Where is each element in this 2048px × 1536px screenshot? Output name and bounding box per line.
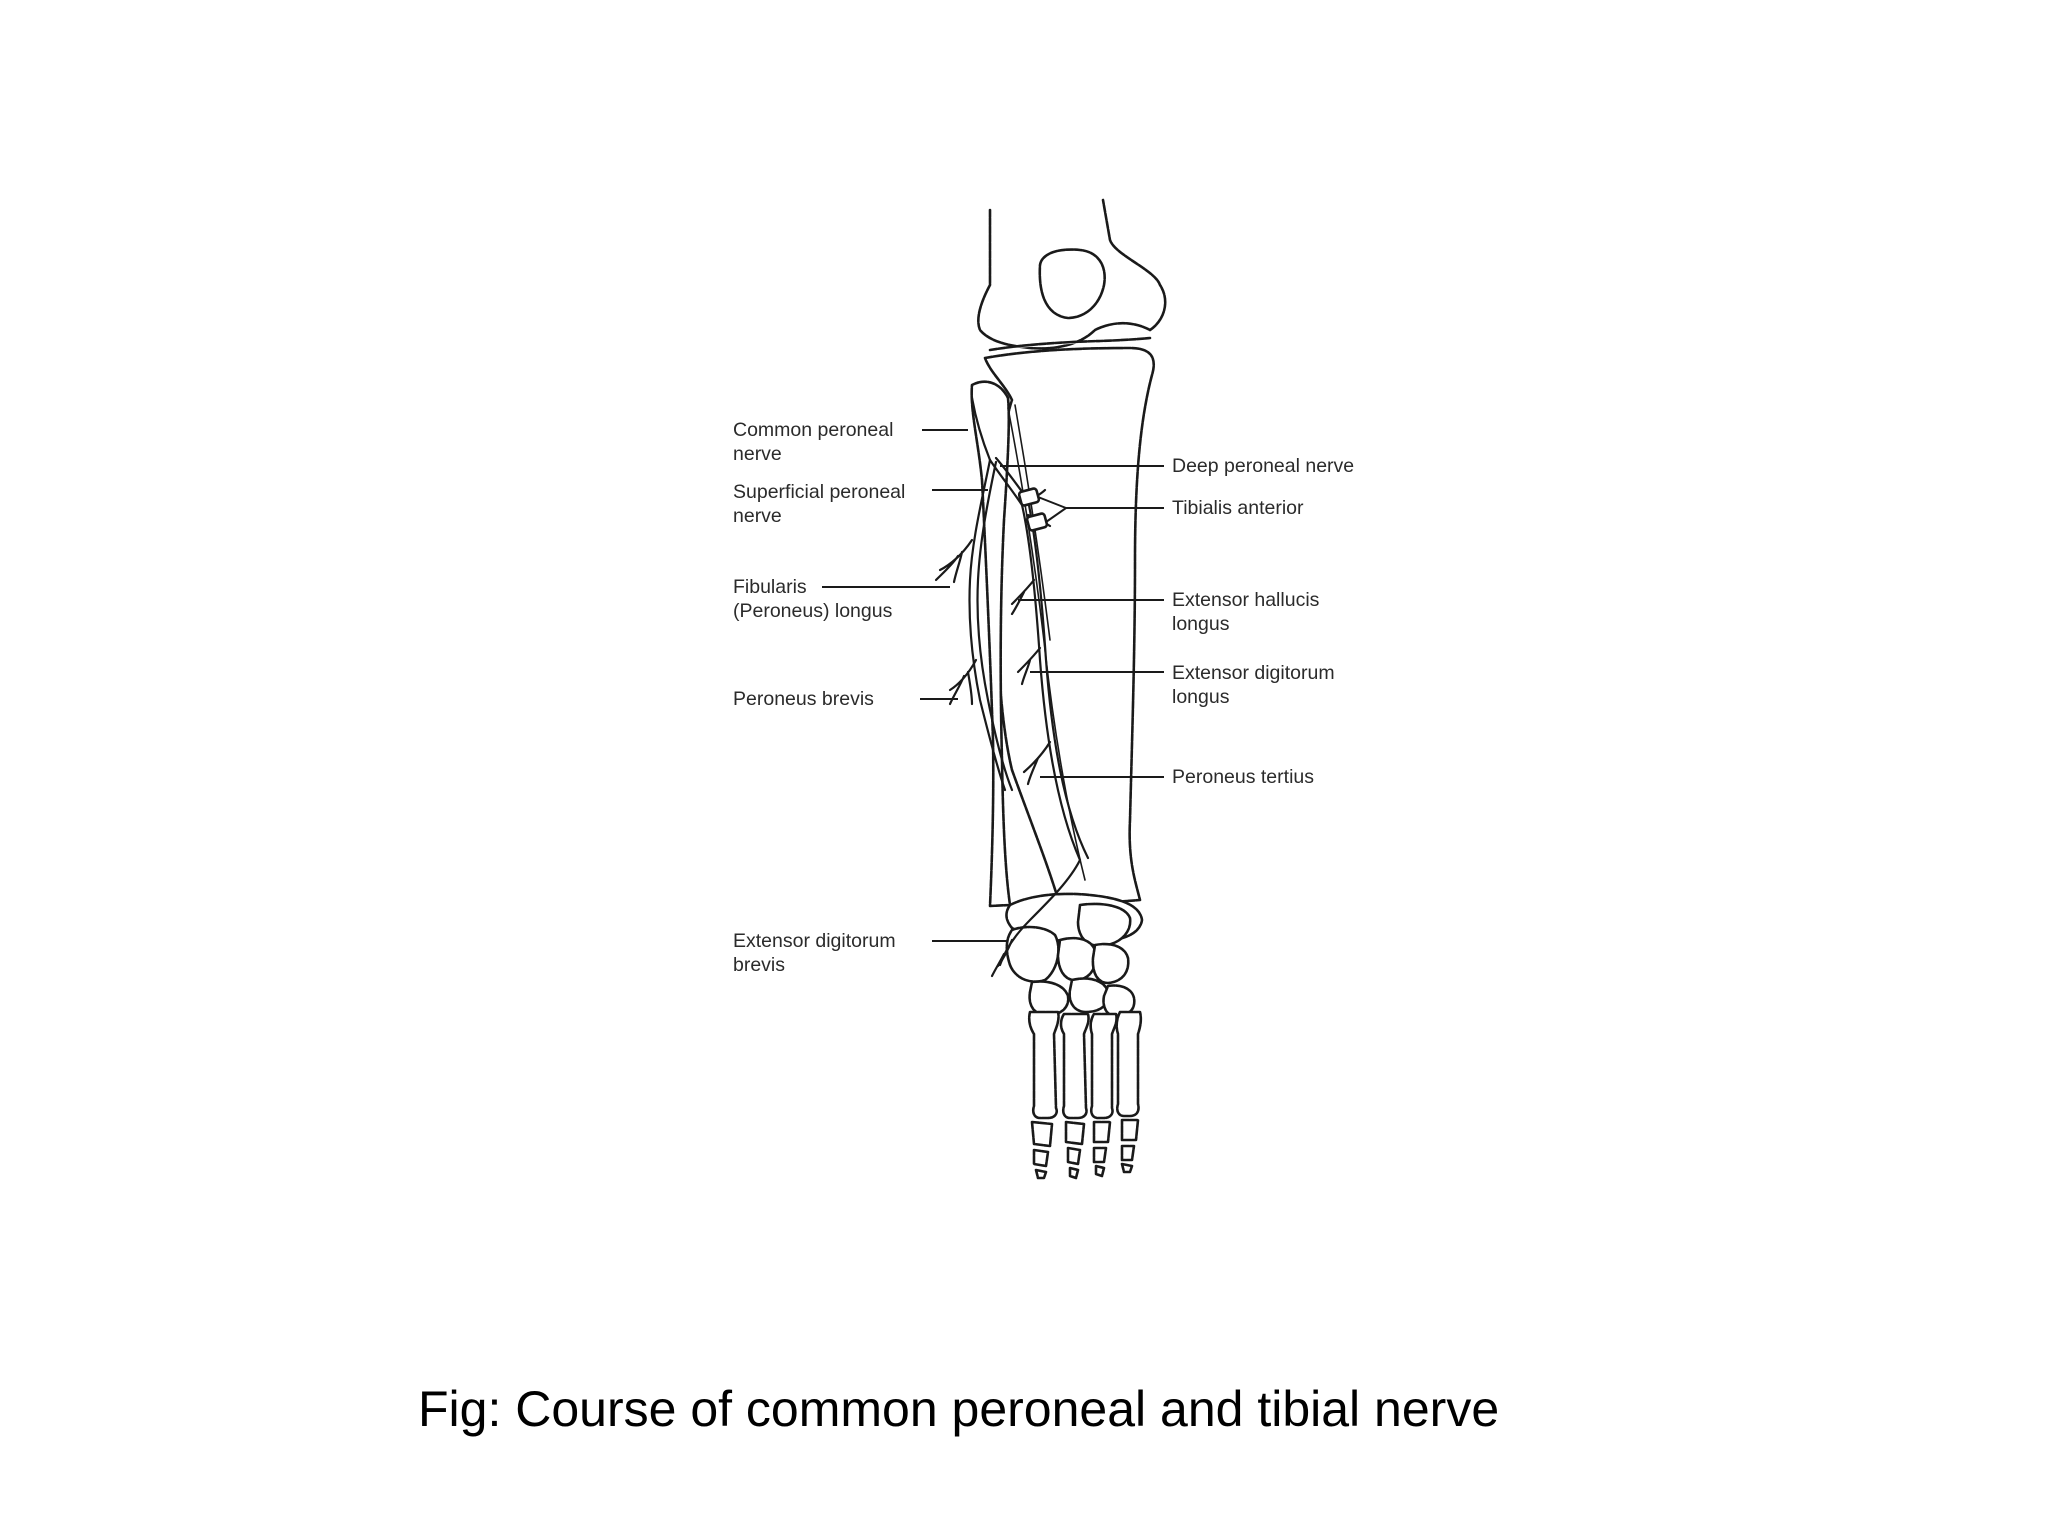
label-tibialis-anterior: Tibialis anterior	[1172, 497, 1304, 519]
tibial-plateau	[988, 336, 1152, 352]
label-fibularis-longus: Fibularis (Peroneus) longus	[733, 576, 893, 622]
tibia-outline	[983, 346, 1155, 908]
label-ext-digitorum-brevis: Extensor digitorum brevis	[733, 930, 901, 976]
label-line: Deep peroneal nerve	[1172, 455, 1354, 477]
label-line: longus	[1172, 613, 1230, 635]
metatarsal-4	[1115, 1010, 1143, 1118]
branch-fibularis-longus	[934, 538, 974, 584]
label-line: Tibialis anterior	[1172, 497, 1304, 519]
phalanx-1a	[1030, 1120, 1054, 1148]
phalanx-2b	[1066, 1146, 1082, 1166]
label-line: Extensor digitorum	[733, 930, 896, 952]
label-line: longus	[1172, 686, 1230, 708]
label-line: Common peroneal	[733, 419, 893, 441]
phalanx-4a	[1120, 1118, 1140, 1142]
patella-outline	[1038, 248, 1106, 320]
label-line: brevis	[733, 954, 785, 976]
metatarsal-3	[1089, 1012, 1118, 1120]
phalanx-4c	[1120, 1162, 1134, 1174]
metatarsal-2	[1059, 1012, 1090, 1120]
figure-caption: Fig: Course of common peroneal and tibia…	[418, 1381, 1500, 1437]
superficial-peroneal-nerve-path	[968, 458, 1007, 792]
common-peroneal-nerve-path	[970, 396, 992, 462]
label-ext-hallucis-longus: Extensor hallucis longus	[1172, 589, 1325, 635]
phalanx-1c	[1034, 1168, 1048, 1180]
deep-peroneal-nerve-path-b	[994, 456, 1090, 860]
branch-peroneus-tertius	[1022, 740, 1052, 786]
label-peroneus-tertius: Peroneus tertius	[1172, 766, 1314, 788]
phalanx-3a	[1092, 1120, 1112, 1144]
label-line: Superficial peroneal	[733, 481, 905, 503]
label-line: Fibularis	[733, 576, 807, 598]
tibialis-anterior-muscle-a	[1017, 487, 1041, 507]
phalanx-2a	[1064, 1120, 1086, 1146]
phalanx-1b	[1032, 1148, 1050, 1168]
branch-ext-digitorum-brevis	[990, 938, 1014, 978]
tarsal-cuneiform-3	[1068, 977, 1110, 1014]
label-peroneus-brevis: Peroneus brevis	[733, 688, 874, 710]
label-line: Peroneus tertius	[1172, 766, 1314, 788]
branch-ext-digitorum-longus	[1016, 646, 1042, 686]
phalanx-2c	[1068, 1166, 1080, 1180]
label-deep-peroneal-nerve: Deep peroneal nerve	[1172, 455, 1354, 477]
branch-ext-hallucis-longus	[1010, 578, 1036, 616]
tarsal-cuboid	[1005, 925, 1060, 983]
label-line: nerve	[733, 505, 782, 527]
label-line: nerve	[733, 443, 782, 465]
leader-tibialis-anterior-a	[1037, 496, 1067, 509]
tarsal-cuneiform-1	[1056, 936, 1098, 982]
label-ext-digitorum-longus: Extensor digitorum longus	[1172, 662, 1340, 708]
tarsal-navicular	[1076, 902, 1132, 948]
phalanx-3b	[1092, 1146, 1108, 1164]
metatarsal-1	[1027, 1010, 1060, 1120]
superficial-peroneal-nerve-path-b	[976, 460, 1014, 792]
tibialis-anterior-muscle-b	[1025, 512, 1049, 532]
label-line: Peroneus brevis	[733, 688, 874, 710]
phalanx-3c	[1094, 1164, 1106, 1178]
leader-tibialis-anterior-b	[1045, 507, 1067, 523]
label-line: Extensor hallucis	[1172, 589, 1320, 611]
label-superficial-peroneal-nerve: Superficial peroneal nerve	[733, 481, 911, 527]
tarsal-cuneiform-2	[1091, 942, 1130, 985]
label-line: (Peroneus) longus	[733, 600, 893, 622]
label-line: Extensor digitorum	[1172, 662, 1335, 684]
tarsal-row-low-1	[1028, 980, 1070, 1017]
label-common-peroneal-nerve: Common peroneal nerve	[733, 419, 899, 465]
phalanx-4b	[1120, 1144, 1136, 1162]
branch-peroneus-brevis	[948, 658, 978, 706]
